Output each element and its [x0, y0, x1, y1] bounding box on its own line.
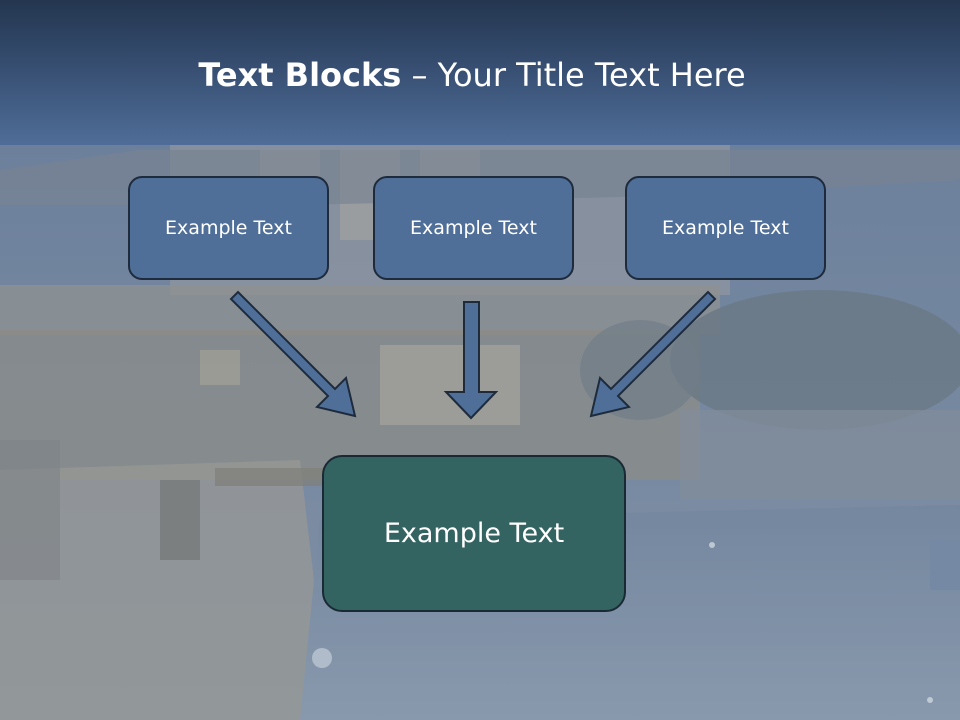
text-block-3-label: Example Text — [662, 217, 789, 239]
arrow-right-down-left — [589, 290, 717, 418]
main-text-block-label: Example Text — [383, 518, 565, 549]
text-block-2-label: Example Text — [410, 217, 537, 239]
title-rest: – Your Title Text Here — [411, 56, 746, 94]
title-bar: Text Blocks – Your Title Text Here — [0, 0, 960, 145]
text-block-2[interactable]: Example Text — [373, 176, 574, 280]
slide-title: Text Blocks – Your Title Text Here — [0, 54, 944, 96]
title-bold: Text Blocks — [198, 56, 402, 94]
text-block-1-label: Example Text — [165, 217, 292, 239]
arrow-center-down — [443, 301, 499, 420]
main-text-block[interactable]: Example Text — [322, 455, 626, 612]
arrow-left-down-right — [229, 290, 357, 418]
text-block-1[interactable]: Example Text — [128, 176, 329, 280]
text-block-3[interactable]: Example Text — [625, 176, 826, 280]
